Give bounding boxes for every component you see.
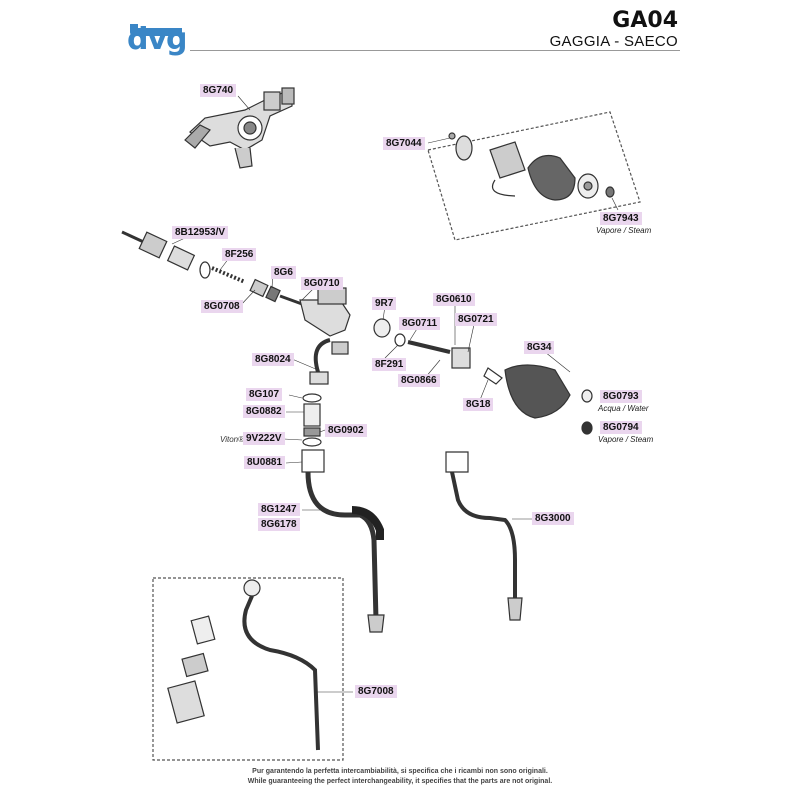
part-label-8G0711: 8G0711 [399,317,441,330]
part-label-8G7943: 8G7943 [600,212,642,225]
part-label-8G740: 8G740 [200,84,237,97]
part-label-9V222V: 9V222V [243,432,285,445]
part-label-8G8024: 8G8024 [252,353,294,366]
part-label-8U0881: 8U0881 [244,456,286,469]
part-label-8G7044: 8G7044 [383,137,425,150]
part-label-8G0882: 8G0882 [243,405,285,418]
part-label-8G34: 8G34 [524,341,555,354]
caption-water: Acqua / Water [598,404,649,413]
part-label-9R7: 9R7 [372,297,397,310]
dvg-logo-mark [130,24,182,36]
part-label-8G0708: 8G0708 [201,300,243,313]
part-label-8G7008: 8G7008 [355,685,397,698]
caption-steam-bottom: Vapore / Steam [598,435,654,444]
part-label-8G18: 8G18 [463,398,494,411]
part-label-8G6: 8G6 [271,266,296,279]
header-divider [190,50,680,51]
knob-assembly-8G7044-drawing [427,111,641,241]
footer-disclaimer-it: Pur garantendo la perfetta intercambiabi… [252,768,548,775]
part-label-8G0794: 8G0794 [600,421,642,434]
part-label-8G0710: 8G0710 [301,277,343,290]
caption-steam-top: Vapore / Steam [596,226,652,235]
part-label-8G6178: 8G6178 [258,518,300,531]
steam-valve-assembly-drawing [121,230,593,435]
pipe-kit-8G7008-drawing [152,577,344,761]
part-label-8G0902: 8G0902 [325,424,367,437]
part-label-8G0721: 8G0721 [455,313,497,326]
logo-text: dvg [127,22,188,57]
caption-viton: Viton® [220,435,244,444]
valve-8G740-drawing [184,87,295,169]
part-label-8G0866: 8G0866 [398,374,440,387]
part-label-8F291: 8F291 [372,358,407,371]
footer-disclaimer-en: While guaranteeing the perfect interchan… [247,778,553,785]
brand-title: GAGGIA - SAECO [549,33,678,50]
part-label-8G3000: 8G3000 [532,512,574,525]
part-label-8G0610: 8G0610 [433,293,475,306]
part-label-8G107: 8G107 [246,388,283,401]
part-label-8G0793: 8G0793 [600,390,642,403]
part-label-8F256: 8F256 [222,248,257,261]
steam-pipe-8G1247-drawing [301,393,385,633]
part-label-8B12953V: 8B12953/V [172,226,229,239]
page-code: GA04 [612,8,678,33]
part-label-8G1247: 8G1247 [258,503,300,516]
steam-pipe-8G3000-drawing [445,451,523,621]
